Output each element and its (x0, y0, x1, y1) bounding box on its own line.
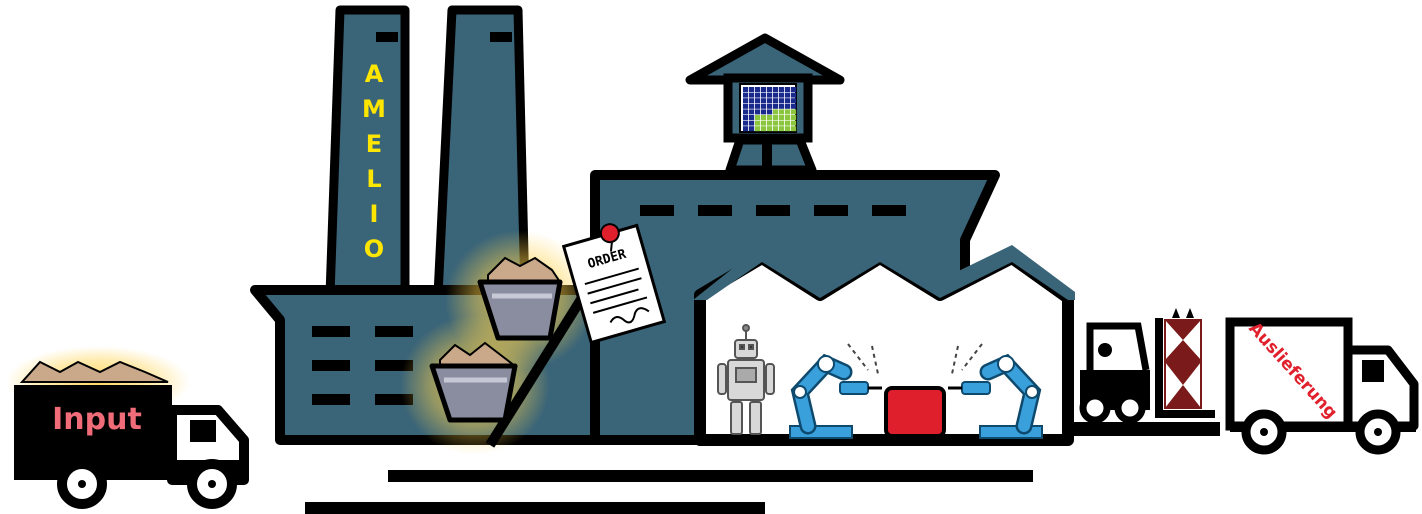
chimney-letter: L (366, 165, 381, 193)
ground-lines (305, 470, 1033, 514)
product-block (886, 388, 944, 436)
truck-input-label: Input (52, 402, 142, 437)
chimney-letter: A (365, 60, 384, 88)
bucket-upper (480, 258, 560, 338)
chimney-letter: M (362, 95, 386, 123)
input-truck: Input (6, 346, 244, 504)
chimney-letter: I (370, 200, 379, 228)
chimney-letter: O (364, 235, 384, 263)
chimney-letter: E (366, 130, 382, 158)
forklift-icon (1070, 308, 1220, 436)
delivery-truck: Auslieferung (1230, 319, 1416, 450)
pallet-crates (1165, 308, 1201, 408)
grid-logo-icon (740, 84, 796, 132)
